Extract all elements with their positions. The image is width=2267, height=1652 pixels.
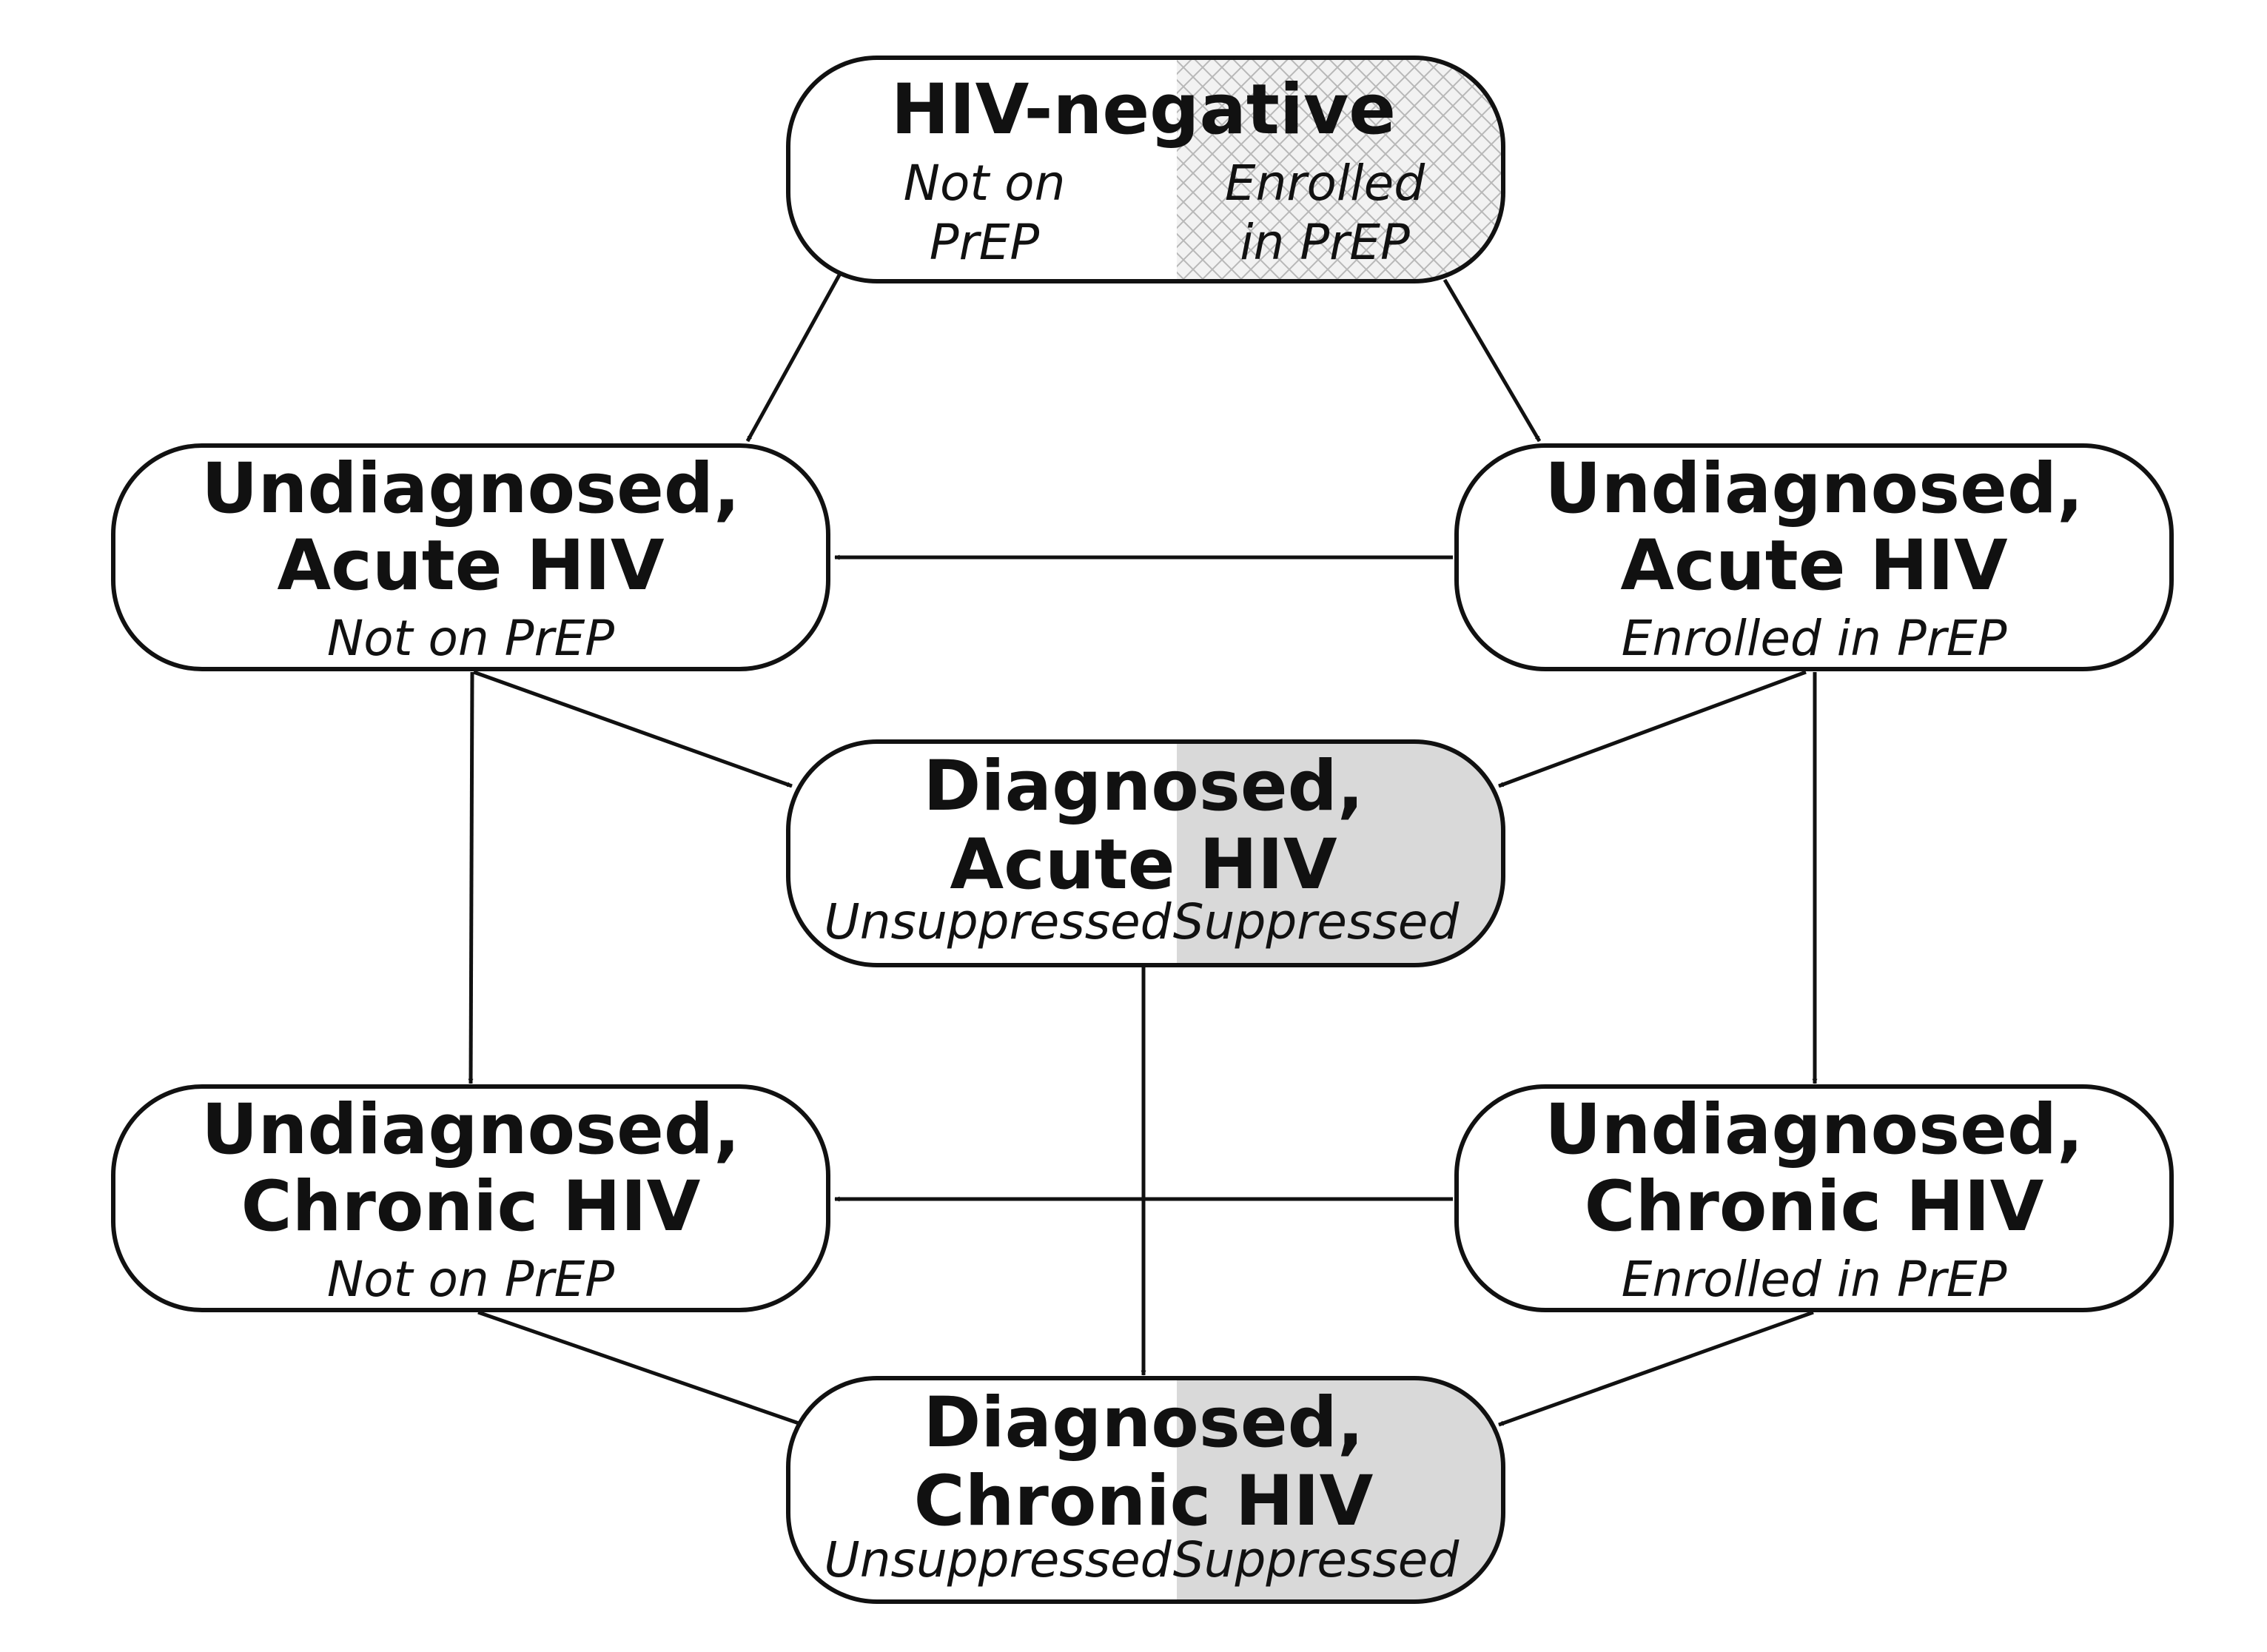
unsuppressed-label: Unsuppressed [824, 893, 1172, 950]
enrolled-prep-label: Enrolled [1225, 155, 1425, 212]
suppressed-label: Suppressed [1173, 893, 1460, 950]
node-subtitle: Enrolled in PrEP [1622, 610, 2007, 667]
enrolled-prep-hatched-region [1177, 58, 1503, 281]
node-title: Chronic HIV [914, 1461, 1374, 1542]
node-title: Undiagnosed, [1545, 449, 2083, 529]
suppressed-shaded-region [1177, 742, 1503, 965]
node-title: Acute HIV [277, 526, 664, 606]
node-undiagnosed-acute-enrolled-in-prep: Undiagnosed, Acute HIV Enrolled in PrEP [1454, 443, 2174, 671]
node-diagnosed-chronic: Diagnosed, Chronic HIV Unsuppressed Supp… [786, 1376, 1505, 1604]
node-undiagnosed-chronic-enrolled-in-prep: Undiagnosed, Chronic HIV Enrolled in PrE… [1454, 1084, 2174, 1312]
node-title: Diagnosed, [923, 1383, 1363, 1463]
node-subtitle: Not on PrEP [327, 610, 614, 667]
node-title: HIV-negative [891, 70, 1396, 150]
node-title: Undiagnosed, [201, 449, 740, 529]
suppressed-label: Suppressed [1173, 1531, 1460, 1588]
node-title: Chronic HIV [1585, 1166, 2044, 1247]
node-title: Chronic HIV [241, 1166, 701, 1247]
node-subtitle: Not on PrEP [327, 1251, 614, 1308]
node-undiagnosed-acute-not-on-prep: Undiagnosed, Acute HIV Not on PrEP [111, 443, 830, 671]
not-on-prep-label: Not on [904, 155, 1066, 212]
node-title: Undiagnosed, [1545, 1089, 2083, 1170]
arrow-acute-noprep-to-chronic-noprep [468, 671, 474, 1084]
arrow-chronic-noprep-to-dx-chronic [477, 1310, 804, 1427]
not-on-prep-label: PrEP [930, 214, 1040, 271]
arrows [468, 271, 1818, 1427]
node-subtitle: Enrolled in PrEP [1622, 1251, 2007, 1308]
node-title: Acute HIV [1620, 526, 2007, 606]
node-diagnosed-acute: Diagnosed, Acute HIV Unsuppressed Suppre… [786, 739, 1505, 967]
arrow-negative-to-acute-prep [1443, 278, 1542, 443]
node-undiagnosed-chronic-not-on-prep: Undiagnosed, Chronic HIV Not on PrEP [111, 1084, 830, 1312]
arrow-negative-to-acute-noprep [745, 271, 843, 443]
node-title: Undiagnosed, [201, 1089, 740, 1170]
arrow-acute-noprep-to-dx-acute [473, 670, 793, 788]
node-title: Diagnosed, [923, 746, 1363, 827]
arrow-acute-prep-to-dx-acute [1498, 670, 1807, 788]
node-hiv-negative: HIV-negative Not on PrEP Enrolled in PrE… [786, 56, 1505, 283]
unsuppressed-label: Unsuppressed [824, 1531, 1172, 1588]
suppressed-shaded-region [1177, 1378, 1503, 1602]
arrow-chronic-prep-to-dx-chronic [1498, 1310, 1814, 1427]
enrolled-prep-label: in PrEP [1240, 214, 1410, 271]
node-title: Acute HIV [950, 825, 1337, 905]
